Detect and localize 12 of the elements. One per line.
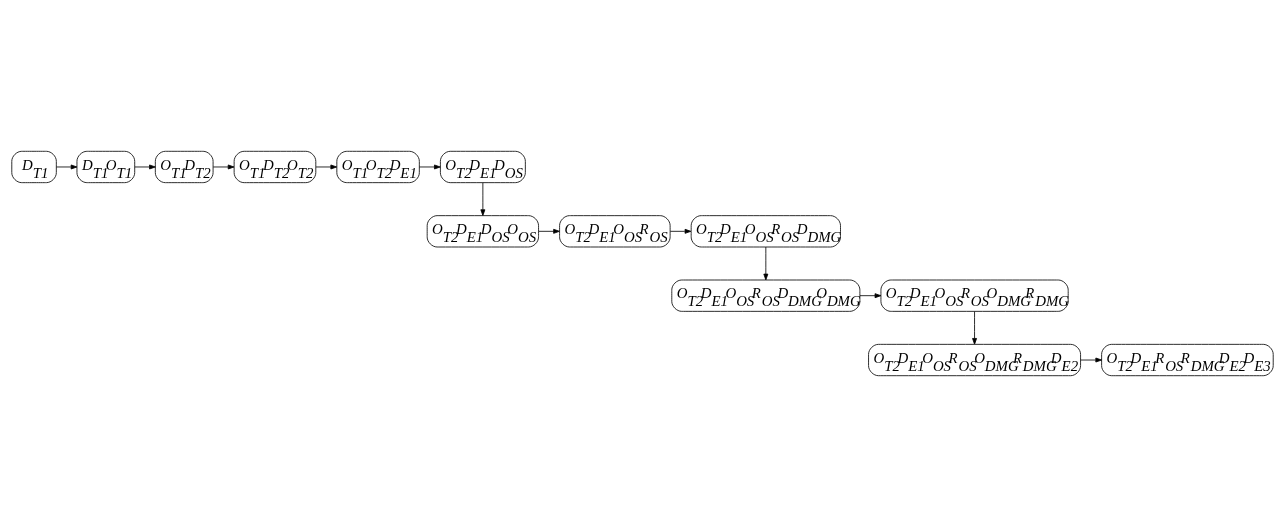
arrow — [972, 310, 977, 345]
arrow — [212, 164, 235, 169]
arrow — [315, 164, 338, 169]
arrow — [763, 246, 769, 280]
arrow — [56, 164, 78, 169]
arrow — [480, 181, 486, 216]
arrow — [669, 228, 692, 234]
arrow — [859, 292, 882, 298]
arrow — [419, 164, 441, 169]
arrow — [134, 164, 156, 169]
arrow — [538, 228, 560, 234]
arrow — [1080, 357, 1102, 362]
